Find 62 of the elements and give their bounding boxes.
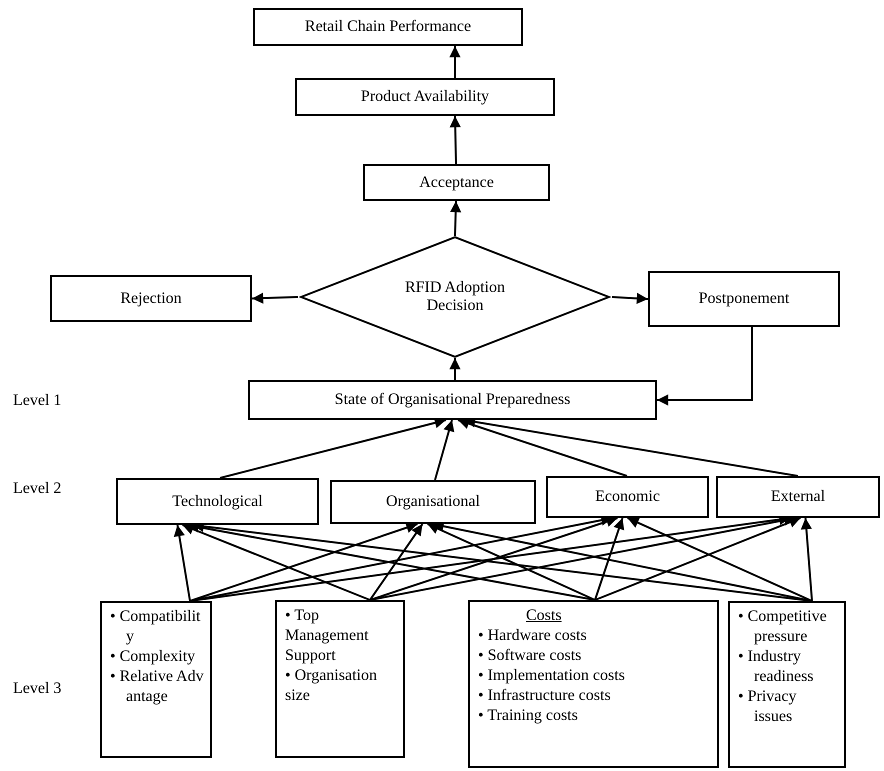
arrow (252, 292, 298, 304)
decision-diamond (298, 236, 612, 358)
list-item: • Complexity (110, 647, 196, 667)
box-label: Product Availability (360, 88, 490, 106)
arrow (449, 358, 461, 380)
arrow (369, 523, 424, 601)
arrow (370, 516, 618, 601)
list-item: • Relative Advantage (110, 667, 204, 707)
arrow (434, 420, 454, 480)
box-label: Acceptance (419, 174, 494, 192)
list-item: • Training costs (478, 706, 579, 726)
process-box (363, 164, 550, 201)
box-label: Economic (595, 488, 660, 506)
list-item: • Privacy issues (738, 687, 798, 727)
process-box (116, 478, 319, 525)
process-box (50, 275, 252, 322)
list-item: • Top Management Support (285, 606, 370, 666)
factor-box (275, 600, 405, 758)
list-item: • Competitive pressure (738, 607, 828, 647)
process-box (295, 78, 555, 116)
factor-box (728, 601, 846, 768)
level-label: Level 2 (13, 480, 62, 498)
arrow (450, 116, 461, 164)
box-label: State of Organisational Preparedness (334, 391, 570, 409)
box-label: External (770, 488, 826, 506)
arrow (657, 327, 753, 406)
list-item: • Compatibility (110, 607, 202, 647)
process-box (716, 476, 880, 518)
process-box (330, 480, 536, 524)
box-label: Postponement (698, 290, 790, 308)
box-label: Organisational (386, 493, 480, 511)
arrow (458, 418, 628, 477)
list-item: • Organisation size (285, 666, 378, 706)
list-item: • Implementation costs (478, 666, 626, 686)
list-item: • Infrastructure costs (478, 686, 612, 706)
list-item: • Industry readiness (738, 647, 815, 687)
arrow (427, 523, 596, 601)
arrow (800, 518, 813, 602)
arrow (612, 292, 648, 304)
box-label: Rejection (120, 290, 182, 308)
arrow (594, 518, 624, 600)
box-label: RFID Adoption Decision (404, 279, 506, 315)
box-label: Retail Chain Performance (304, 18, 472, 36)
level-label: Level 3 (13, 680, 62, 698)
factor-box (100, 601, 212, 758)
arrow (594, 516, 801, 601)
factor-box (468, 600, 719, 768)
arrow (174, 524, 191, 602)
arrow (449, 46, 461, 78)
arrow (450, 200, 462, 236)
arrow (182, 524, 370, 601)
process-box (248, 380, 657, 420)
arrow (190, 522, 418, 602)
level-label: Level 1 (13, 392, 62, 410)
process-box (253, 8, 523, 46)
list-heading: Costs (525, 606, 563, 626)
process-box (648, 271, 840, 327)
box-label: Technological (172, 492, 263, 510)
arrow (627, 517, 812, 602)
list-item: • Software costs (478, 646, 582, 666)
list-item: • Hardware costs (478, 626, 588, 646)
process-box (546, 476, 709, 518)
